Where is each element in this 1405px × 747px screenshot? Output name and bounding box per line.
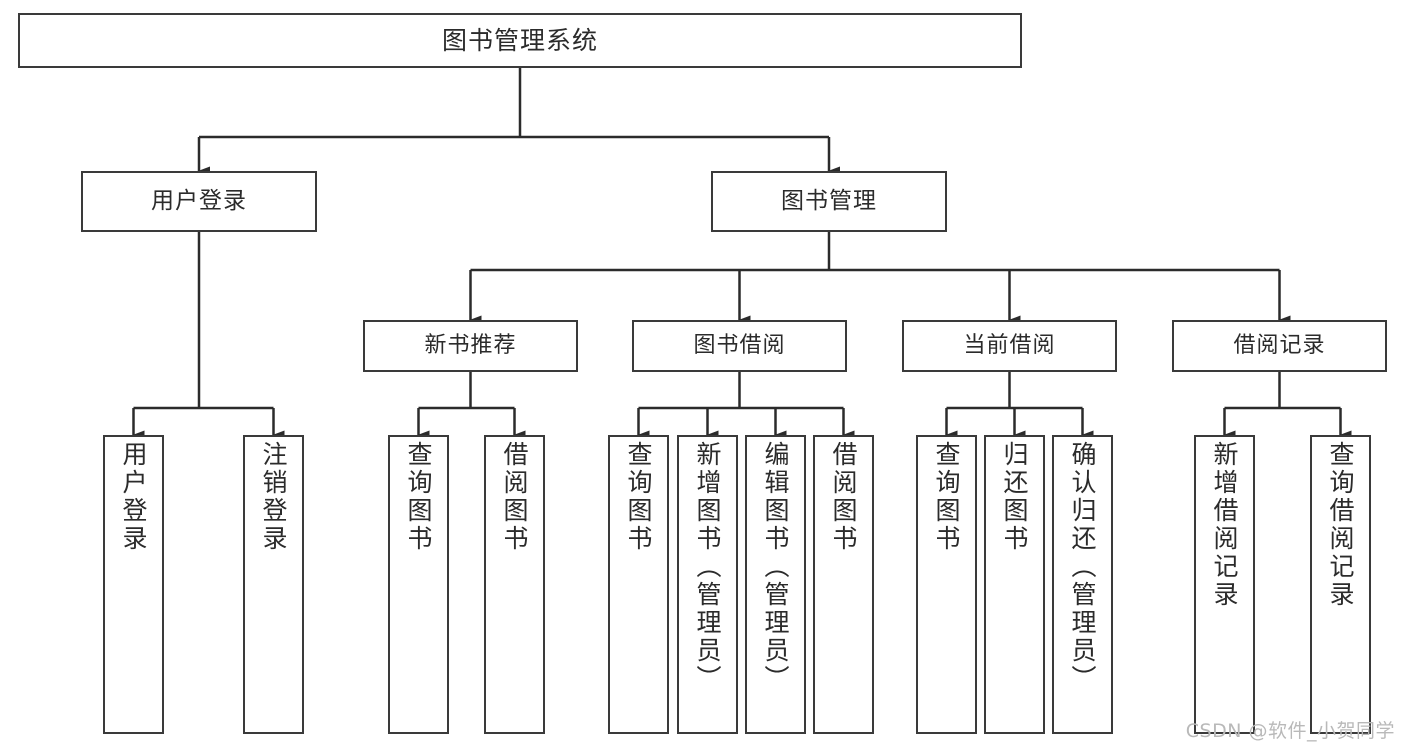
node-leaf-return-book[interactable]: 归还图书 — [984, 435, 1045, 734]
node-label: 图书管理 — [781, 187, 877, 214]
node-label: 归还图书 — [1000, 441, 1029, 553]
node-label: 查询图书 — [932, 441, 961, 553]
node-root[interactable]: 图书管理系统 — [18, 13, 1022, 68]
node-label: 借阅图书 — [500, 441, 529, 553]
node-label: 新书推荐 — [424, 333, 517, 359]
node-label: 查询借阅记录 — [1326, 441, 1355, 609]
node-label: 查询图书 — [404, 441, 433, 553]
node-leaf-query-record[interactable]: 查询借阅记录 — [1310, 435, 1371, 734]
node-label: 新增图书（管理员） — [693, 441, 722, 693]
node-book-borrow[interactable]: 图书借阅 — [632, 320, 847, 372]
node-label: 编辑图书（管理员） — [761, 441, 790, 693]
node-label: 查询图书 — [624, 441, 653, 553]
node-leaf-query-book-rec[interactable]: 查询图书 — [388, 435, 449, 734]
node-leaf-borrow-book[interactable]: 借阅图书 — [813, 435, 874, 734]
node-label: 用户登录 — [119, 441, 148, 553]
node-leaf-edit-book[interactable]: 编辑图书（管理员） — [745, 435, 806, 734]
node-label: 借阅图书 — [829, 441, 858, 553]
node-leaf-confirm-return[interactable]: 确认归还（管理员） — [1052, 435, 1113, 734]
node-book-manage[interactable]: 图书管理 — [711, 171, 947, 232]
node-leaf-add-record[interactable]: 新增借阅记录 — [1194, 435, 1255, 734]
node-leaf-borrow-book-rec[interactable]: 借阅图书 — [484, 435, 545, 734]
node-label: 确认归还（管理员） — [1068, 441, 1097, 693]
node-label: 注销登录 — [259, 441, 288, 553]
node-leaf-query-book-cur[interactable]: 查询图书 — [916, 435, 977, 734]
node-current-borrow[interactable]: 当前借阅 — [902, 320, 1117, 372]
node-label: 图书管理系统 — [441, 25, 598, 55]
node-label: 新增借阅记录 — [1210, 441, 1239, 609]
connector-group — [132, 68, 1352, 440]
node-user-login[interactable]: 用户登录 — [81, 171, 317, 232]
node-leaf-add-book[interactable]: 新增图书（管理员） — [677, 435, 738, 734]
node-borrow-record[interactable]: 借阅记录 — [1172, 320, 1387, 372]
node-leaf-user-login[interactable]: 用户登录 — [103, 435, 164, 734]
node-leaf-user-logout[interactable]: 注销登录 — [243, 435, 304, 734]
node-label: 图书借阅 — [693, 333, 786, 359]
node-leaf-query-book[interactable]: 查询图书 — [608, 435, 669, 734]
node-label: 借阅记录 — [1233, 333, 1326, 359]
node-new-book-rec[interactable]: 新书推荐 — [363, 320, 578, 372]
node-label: 用户登录 — [151, 187, 247, 214]
node-label: 当前借阅 — [963, 333, 1056, 359]
